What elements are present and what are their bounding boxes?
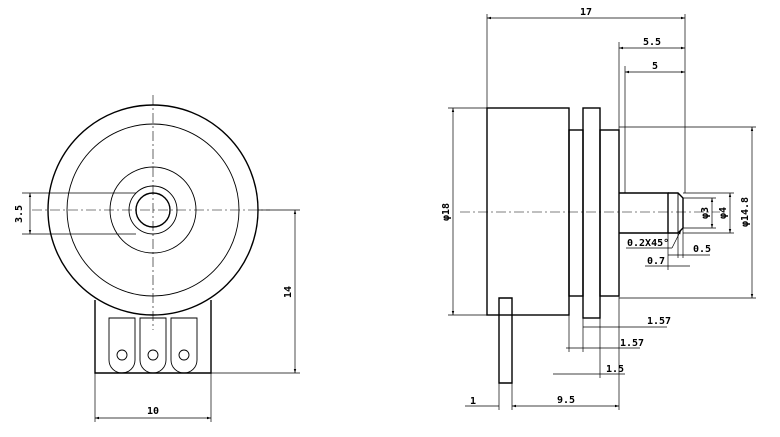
dim-1: 1 [465,383,513,410]
dim-label-1-57-a: 1.57 [647,316,671,327]
dim-0-5: 0.5 [668,228,711,258]
flange-2 [582,107,601,319]
front-view: 3.5 14 10 [14,95,300,422]
terminal-bracket [94,300,212,374]
body-side [486,107,570,316]
dim-label-phi3: φ3 [700,207,711,219]
terminal-tab [498,297,513,384]
dim-label-5: 5 [652,61,658,72]
flange-1 [568,129,584,297]
dim-label-phi4: φ4 [718,207,729,219]
dim-0-7: 0.7 [645,233,690,270]
dim-chamfer: 0.2X45° [626,229,682,249]
dim-phi4: φ4 [683,192,734,234]
dim-label-9-5: 9.5 [557,395,575,406]
dim-phi18: φ18 [441,107,487,316]
dim-label-1-57-b: 1.57 [620,338,644,349]
dim-3-5: 3.5 [14,192,136,235]
dim-1-5: 1.5 [553,296,625,410]
flange-3 [599,129,620,297]
dim-label-14: 14 [283,286,294,298]
shaft-tip [668,192,684,234]
dim-label-3-5: 3.5 [14,205,25,223]
dim-1-57-b: 1.57 [566,296,644,352]
dim-label-1: 1 [470,396,476,407]
dim-1-57-a: 1.57 [582,316,671,332]
dim-label-phi18: φ18 [441,203,452,221]
dim-9-5: 9.5 [512,395,619,408]
dim-label-phi14-8: φ14.8 [740,197,751,227]
side-view: 17 5.5 5 φ18 φ3 [441,7,756,410]
dim-label-5-5: 5.5 [643,37,661,48]
shaft-side [619,192,669,234]
dim-14: 14 [211,209,300,374]
dim-phi14-8: φ14.8 [619,126,756,299]
dim-5: 5 [624,61,685,193]
dim-label-1-5: 1.5 [606,364,624,375]
dim-label-0-7: 0.7 [647,256,665,267]
dim-label-10: 10 [147,406,159,417]
dim-label-chamfer: 0.2X45° [627,238,669,249]
terminal-pins [108,317,198,374]
dim-label-0-5: 0.5 [693,244,711,255]
dim-5-5: 5.5 [618,37,685,130]
dim-17: 17 [486,7,686,193]
dim-10: 10 [94,373,212,422]
dim-phi3: φ3 [683,197,716,229]
dim-label-17: 17 [580,7,592,18]
